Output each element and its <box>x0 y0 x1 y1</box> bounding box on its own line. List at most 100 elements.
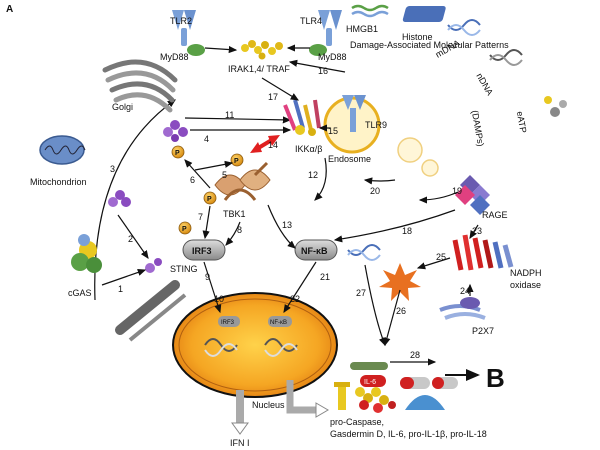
arrow-12 <box>314 157 327 201</box>
step-5: 5 <box>222 170 227 180</box>
il6-label: IL-6 <box>364 379 376 386</box>
step-10: 10 <box>214 294 224 304</box>
step-8: 8 <box>237 225 242 235</box>
arrow-17 <box>261 77 300 101</box>
golgi-apparatus <box>102 59 178 113</box>
arrow-13 <box>267 204 296 249</box>
cytosolic-dna <box>347 244 381 261</box>
nfkb-node <box>294 239 338 261</box>
tlr9-label: TLR9 <box>365 120 387 130</box>
nuclear-dna-irf3 <box>204 338 238 357</box>
tlr4-receptor <box>309 10 342 56</box>
damps-title-line1: Damage-Associated Molecular Patterns <box>350 40 509 50</box>
nadph-oxidase <box>452 234 514 271</box>
arrow-25 <box>416 257 451 270</box>
arrow-3-path <box>94 99 176 301</box>
phosphate-label-4: P <box>182 226 187 233</box>
ifn-label: IFN I <box>230 438 250 448</box>
hmgb1-label: HMGB1 <box>346 24 378 34</box>
step-14: 14 <box>268 140 278 150</box>
step-25: 25 <box>436 252 446 262</box>
p2x7-label: P2X7 <box>472 326 494 336</box>
nuclear-dna-nfkb <box>264 338 298 357</box>
step-26: 26 <box>396 306 406 316</box>
irak-traf-label: IRAK1,4/ TRAF <box>228 64 290 74</box>
irf3-small-label: IRF3 <box>221 320 235 326</box>
endosome-label: Endosome <box>328 154 371 164</box>
tlr2-receptor <box>172 10 205 56</box>
eatp-label: eATP <box>515 110 529 133</box>
phosphate-group-3 <box>203 191 217 205</box>
ifn-outflow-head <box>231 422 249 435</box>
arrow-20 <box>363 177 396 185</box>
step-22: 22 <box>290 294 300 304</box>
sting-er-cluster <box>145 258 162 273</box>
er-membrane <box>115 280 187 342</box>
mdna-molecule <box>447 19 481 36</box>
endosome <box>323 96 439 177</box>
il6-pill <box>360 375 386 387</box>
products-line1: pro-Caspase, <box>330 417 384 427</box>
cgas-molecule <box>71 234 102 273</box>
phosphate-label-2: P <box>234 158 239 165</box>
products-outflow-head <box>315 402 329 418</box>
step-4: 4 <box>204 134 209 144</box>
arrow-2-path <box>117 214 149 259</box>
irf3-label: IRF3 <box>192 246 212 256</box>
step-28: 28 <box>410 350 420 360</box>
nadph-label: NADPH <box>510 268 542 278</box>
mitochondrion <box>39 135 86 165</box>
ndna-label: nDNA <box>474 71 495 97</box>
ndna-molecule <box>489 49 523 66</box>
ros-star <box>379 263 421 301</box>
step-21: 21 <box>320 272 330 282</box>
phosphate-group-2 <box>230 153 244 167</box>
step-16: 16 <box>318 66 328 76</box>
nucleus-label: Nucleus <box>252 400 285 410</box>
nfkb-label: NF-κB <box>301 246 328 256</box>
step-24: 24 <box>460 286 470 296</box>
sting-golgi-cluster <box>163 120 188 142</box>
nfkb-small-box <box>268 316 292 327</box>
tlr2-label: TLR2 <box>170 16 192 26</box>
arrow-27 <box>364 264 386 347</box>
arrow-18 <box>333 209 456 243</box>
arrow-23 <box>469 224 479 240</box>
arrow-8 <box>225 221 241 246</box>
products-line2: Gasdermin D, IL-6, pro-IL-1β, pro-IL-18 <box>330 429 487 439</box>
secreted-pills <box>350 362 458 389</box>
arrow-5 <box>194 160 234 171</box>
tbk1-kinase <box>214 161 271 201</box>
step-15: 15 <box>328 126 338 136</box>
arrow-21-22 <box>283 261 317 314</box>
tlr9-receptor <box>342 95 366 132</box>
hmgb1-molecule <box>351 4 389 18</box>
arrow-7 <box>202 205 211 240</box>
mitochondrion-label: Mitochondrion <box>30 177 87 187</box>
step-6: 6 <box>190 175 195 185</box>
golgi-label: Golgi <box>112 102 133 112</box>
sting-label: STING <box>170 264 198 274</box>
step-17: 17 <box>268 92 278 102</box>
tbk1-label: TBK1 <box>223 209 246 219</box>
red-arrow-14-head-b <box>268 135 280 146</box>
step-9: 9 <box>205 272 210 282</box>
step-7: 7 <box>198 212 203 222</box>
tlr4-label: TLR4 <box>300 16 322 26</box>
p2x7-receptor <box>439 297 486 320</box>
step-18: 18 <box>402 226 412 236</box>
panel-label: A <box>6 4 13 15</box>
inflammasome-products <box>334 382 445 413</box>
step-2: 2 <box>128 234 133 244</box>
irf3-node <box>182 239 226 261</box>
histone-molecule <box>402 6 446 22</box>
arrow-tlr2-irak <box>204 45 238 54</box>
phosphate-label-3: P <box>207 196 212 203</box>
arrow-26 <box>383 289 401 347</box>
red-arrow-14-head-a <box>250 142 262 153</box>
step-12: 12 <box>308 170 318 180</box>
arrow-1 <box>101 268 147 286</box>
irak-traf-complex <box>241 40 283 60</box>
step-23: 23 <box>472 226 482 236</box>
